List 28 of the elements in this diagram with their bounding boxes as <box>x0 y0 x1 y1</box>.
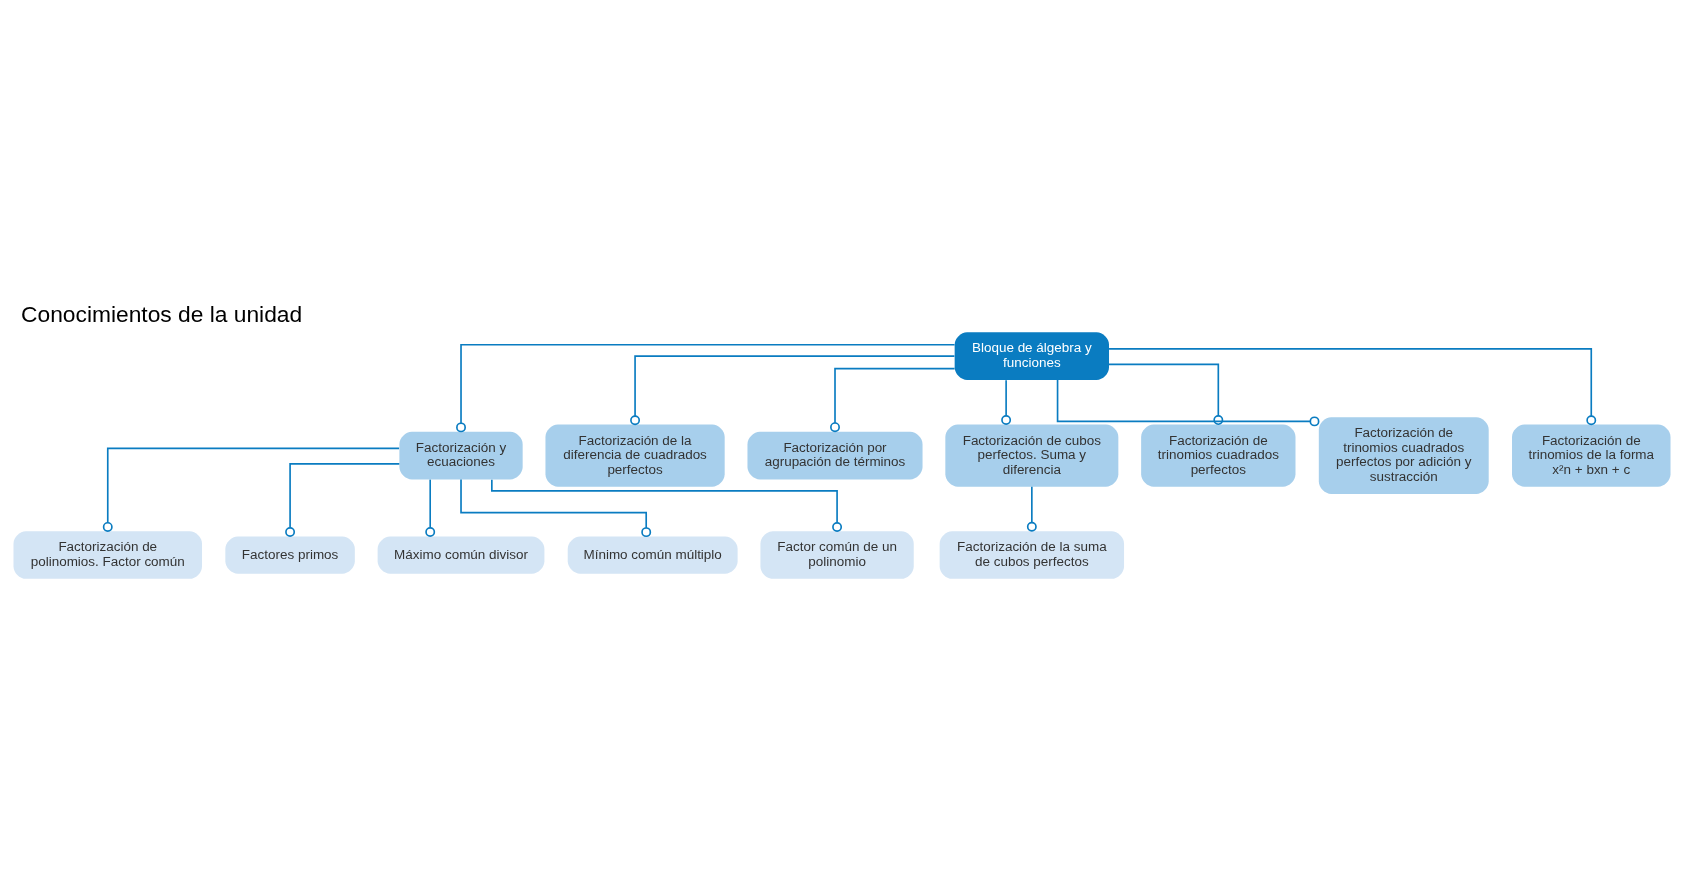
connector <box>456 343 956 432</box>
node-box: Factorización de cubos perfectos. Suma y diferencia <box>945 424 1119 487</box>
node-box: Factores primos <box>225 535 355 574</box>
connector <box>1001 378 1012 425</box>
connector <box>460 478 652 537</box>
connector <box>1108 363 1224 425</box>
connector <box>830 367 956 432</box>
connector <box>1026 485 1037 532</box>
connector <box>491 478 843 532</box>
node-box: Factorización de trinomios cuadrados perfectos por adición y sustracción <box>1318 416 1489 494</box>
connector <box>102 447 400 532</box>
node-box: Factorización de la diferencia de cuadrados perfectos <box>545 424 725 487</box>
connector <box>1108 347 1597 425</box>
node-box: Factorización por agrupación de términos <box>747 431 923 479</box>
node-box: Factorización de la suma de cubos perfectos <box>939 530 1125 579</box>
node-box: Factorización de trinomios de la forma x²n + bxn + c <box>1512 424 1671 487</box>
connector <box>1056 378 1320 426</box>
node-box: Factorización de trinomios cuadrados perfectos <box>1141 424 1296 487</box>
node-box: Bloque de álgebra y funciones <box>954 331 1109 380</box>
node-box: Factorización y ecuaciones <box>399 431 523 479</box>
connector <box>425 478 436 537</box>
node-box: Mínimo común múltiplo <box>567 535 738 574</box>
node-box: Máximo común divisor <box>377 535 545 574</box>
node-box: Factorización de polinomios. Factor común <box>13 530 203 579</box>
connector <box>285 462 401 537</box>
connector <box>630 354 956 425</box>
diagram-title: Conocimientos de la unidad <box>21 300 303 327</box>
node-box: Factor común de un polinomio <box>760 530 914 579</box>
